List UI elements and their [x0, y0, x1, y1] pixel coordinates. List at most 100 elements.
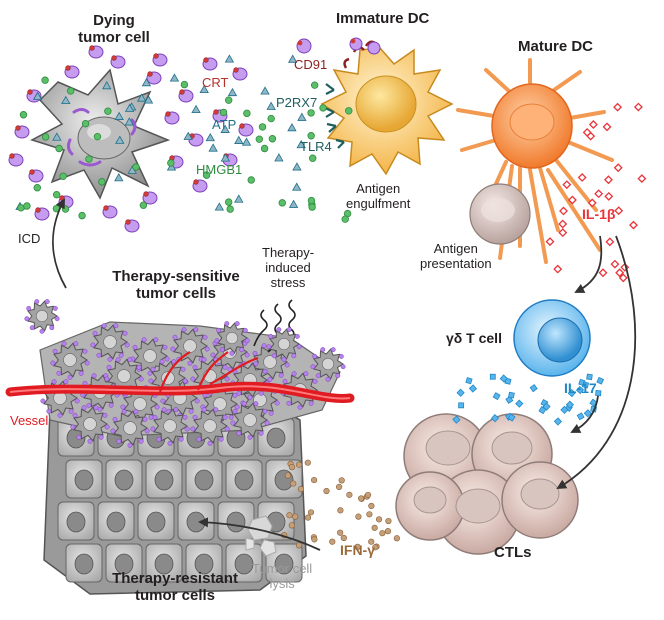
il17-molecules: [452, 373, 605, 426]
sensitive-tumor-cell-crt: [201, 357, 207, 363]
sensitive-tumor-cell-crt: [136, 364, 142, 370]
sensitive-tumor-cell-crt: [178, 436, 184, 442]
sensitive-tumor-cell-crt: [138, 438, 144, 444]
sensitive-tumor-cell-crt: [192, 364, 198, 370]
sensitive-tumor-cell-crt: [201, 407, 207, 413]
atp-molecule: [220, 153, 231, 162]
atp-molecule: [227, 87, 238, 97]
detached-tumor-cell-crt: [335, 373, 341, 379]
sensitive-tumor-cell-nucleus: [133, 397, 147, 411]
sensitive-tumor-cell-crt: [232, 392, 238, 398]
detached-tumor-cell-crt: [315, 373, 321, 379]
il17-molecule: [499, 374, 508, 383]
atp-molecule: [61, 95, 71, 104]
detached-tumor-cell-crt: [26, 305, 32, 311]
hmgb1-molecule: [219, 108, 228, 117]
ifng-molecule: [358, 495, 365, 502]
ifng-molecule: [292, 513, 299, 520]
sensitive-tumor-cell-crt: [124, 342, 130, 348]
sensitive-tumor-cell-crt: [97, 406, 103, 412]
atp-molecule: [266, 101, 276, 110]
il17-molecule: [505, 395, 514, 404]
tumor-lysis-fragments: [245, 515, 277, 557]
sensitive-tumor-cell-crt: [234, 404, 240, 410]
sensitive-tumor-cell-crt: [46, 408, 52, 414]
sensitive-tumor-cell-crt: [172, 334, 178, 340]
resistant-nucleus: [266, 427, 286, 449]
icd-arrow: [52, 198, 67, 289]
atp-molecule: [220, 124, 230, 133]
hmgb1-molecule: [341, 215, 349, 223]
crt-dot: [27, 89, 33, 95]
detached-tumor-cell-crt: [239, 347, 245, 353]
gd-t-cell-label: γδ T cell: [446, 330, 502, 346]
sensitive-tumor-cell-crt: [218, 436, 224, 442]
ifng-molecule: [290, 480, 297, 487]
detached-tumor-cell-crt: [291, 353, 297, 359]
il17-molecule: [560, 405, 569, 414]
detached-tumor-cell-crt: [34, 299, 40, 305]
sensitive-tumor-cell-crt: [286, 400, 292, 406]
sensitive-tumor-cell-crt: [187, 360, 193, 366]
icd-label: ICD: [18, 231, 41, 246]
atp-molecule: [124, 103, 135, 112]
detached-tumor-cell-crt: [268, 333, 274, 339]
detached-tumor-cell-crt: [296, 344, 302, 350]
sensitive-tumor-cell-crt: [204, 346, 210, 352]
sensitive-tumor-cell-crt: [70, 424, 76, 430]
atp-molecule: [32, 91, 43, 100]
il1b-molecule: [633, 102, 643, 112]
resistant-nucleus: [194, 469, 214, 491]
sensitive-tumor-cell-crt: [110, 428, 116, 434]
detached-tumor-cell-crt: [224, 321, 230, 327]
hmgb1-molecule: [345, 107, 353, 115]
sensitive-tumor-cell-crt: [210, 352, 216, 358]
atp-molecule: [297, 112, 307, 121]
cytotoxic-t-lymphocytes: [395, 413, 579, 555]
il17-molecule: [507, 413, 516, 422]
antigen-engulfment-label: Antigen engulfment: [346, 181, 411, 211]
sensitive-tumor-cell-crt: [308, 400, 314, 406]
hmgb1-molecule: [268, 135, 277, 143]
ifng-molecule: [307, 509, 315, 516]
sensitive-tumor-cell-crt: [98, 434, 104, 440]
il1b-molecule: [558, 228, 568, 238]
detached-tumor-cell-crt: [286, 327, 292, 333]
hmgb1-molecule: [309, 154, 317, 162]
crt-dot: [9, 153, 15, 159]
il1b-to-ctl-arrow: [556, 235, 637, 490]
detached-tumor-cell-crt: [214, 338, 220, 344]
sensitive-tumor-cell-crt: [102, 412, 108, 418]
ifng-molecule: [393, 535, 400, 542]
sensitive-tumor-cell-crt: [173, 407, 179, 413]
atp-molecule: [199, 84, 209, 94]
ifng-molecule: [295, 461, 303, 468]
ifng-molecule: [337, 529, 344, 536]
sensitive-tumor-cell-crt: [181, 327, 187, 333]
hmgb1-molecule: [81, 119, 90, 128]
ifng-molecules: [281, 459, 400, 551]
resistant-nucleus: [114, 469, 134, 491]
sensitive-tumor-cell-nucleus: [103, 335, 117, 349]
il17-to-ctl-arrow: [570, 395, 599, 433]
ifng-molecule: [372, 544, 379, 551]
il17-molecule: [567, 388, 576, 398]
immature-dc-label: Immature DC: [336, 10, 430, 27]
ifng-molecule: [295, 542, 303, 549]
ifng-molecule: [340, 534, 347, 542]
resistant-nucleus: [74, 469, 94, 491]
atp-molecule: [136, 93, 147, 102]
il1b-molecule: [637, 174, 647, 184]
atp-molecule: [288, 54, 298, 63]
sensitive-tumor-cell-crt: [247, 434, 253, 440]
sensitive-tumor-cell-crt: [57, 412, 63, 418]
il1b-molecules: [545, 102, 647, 283]
il1b-label: IL-1β: [582, 206, 616, 222]
sensitive-tumor-cell-crt: [86, 402, 92, 408]
il1b-molecule: [602, 122, 612, 132]
sensitive-tumor-cell-crt: [162, 344, 168, 350]
hmgb1-molecule: [180, 80, 189, 89]
crt-dot: [35, 207, 41, 213]
detached-tumor-cell-crt: [54, 316, 60, 322]
